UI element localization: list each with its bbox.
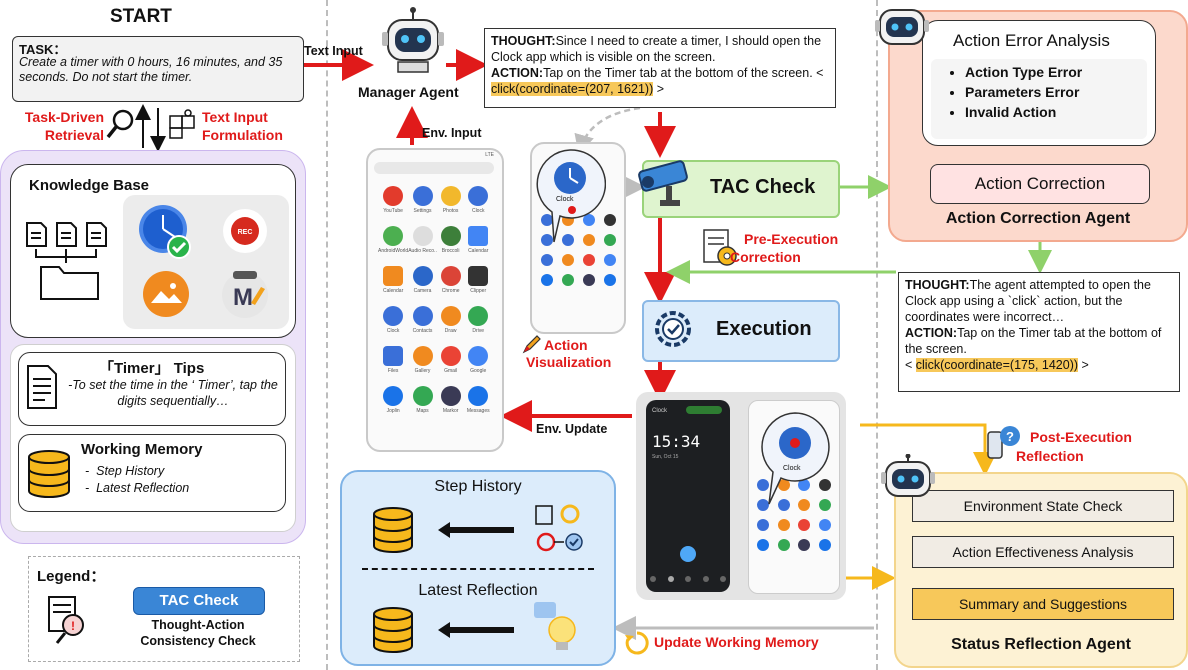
svg-text:!: ! [71, 619, 75, 633]
phone-action-visualization: Clock [530, 142, 626, 334]
working-memory-items: - Step History - Latest Reflection [85, 464, 190, 495]
divider-left [326, 0, 328, 670]
gear-check-icon [655, 311, 691, 347]
divider-right [876, 0, 878, 670]
step-divider [362, 568, 594, 570]
post-exec-screens: Clock 15:34 Sun, Oct 15 [636, 392, 846, 600]
action-code-1: click(coordinate=(207, 1621)) [491, 82, 654, 96]
correction-robot-icon [875, 9, 929, 45]
app-icons-panel: REC M [123, 195, 289, 329]
status-reflection-agent-panel: Environment State Check Action Effective… [894, 472, 1188, 668]
update-working-memory-label: Update Working Memory [654, 634, 819, 650]
refresh-icon [625, 631, 649, 655]
manager-robot-icon [382, 7, 444, 73]
phone-question-icon: ? [987, 426, 1020, 459]
lightbulb-icon [534, 602, 576, 650]
phone-timer: Clock 15:34 Sun, Oct 15 [646, 400, 730, 592]
task-label: TASK： [19, 42, 67, 57]
zoom-bubble-2 [761, 412, 830, 505]
summary-and-suggestions: Summary and Suggestions [912, 588, 1174, 620]
task-box: TASK： Create a timer with 0 hours, 16 mi… [12, 36, 304, 102]
knowledge-base: Knowledge Base REC [10, 164, 296, 338]
action-vis-label: Action [544, 337, 588, 353]
recorder-app-icon: REC [223, 209, 267, 253]
action-correction-agent-label: Action Correction Agent [945, 210, 1131, 227]
error-analysis-box: Action Error Analysis Action Type Error … [922, 20, 1156, 146]
phone-app-grid: YouTube Settings Photos Clock AndroidWor… [378, 186, 492, 414]
working-memory-title: Working Memory [81, 441, 203, 458]
zoom-clock-label: Clock [556, 196, 574, 203]
svg-text:?: ? [1006, 429, 1014, 444]
working-memory-box: Working Memory - Step History - Latest R… [18, 434, 286, 512]
action-correction-agent-panel: Action Error Analysis Action Type Error … [888, 10, 1188, 242]
action-correction-box: Action Correction [930, 164, 1150, 204]
tips-title: 「Timer」 Tips [99, 360, 205, 377]
thought-box-correction: THOUGHT:The agent attempted to open the … [898, 272, 1180, 392]
action-code-2: click(coordinate=(175, 1420)) [915, 358, 1079, 372]
environment-state-check: Environment State Check [912, 490, 1174, 522]
gallery-app-icon [143, 271, 189, 317]
markor-app-icon: M [222, 271, 268, 318]
timer-add-button[interactable] [680, 546, 696, 562]
checklist-icon: ! [48, 596, 84, 644]
status-robot-icon [881, 454, 935, 497]
text-input-label: Text Input [304, 44, 363, 58]
phone-home-screen: LTE YouTube Settings Photos Clock Androi… [366, 148, 504, 452]
arrow-left-icon-2 [438, 622, 514, 638]
timer-time: 15:34 [652, 432, 701, 451]
clipboard-gear-icon [703, 229, 737, 266]
status-reflection-agent-label: Status Reflection Agent [951, 636, 1131, 653]
pre-exec-label-2: Correction [730, 249, 801, 265]
database-icon [28, 450, 70, 498]
documents-folder-icon [26, 222, 107, 300]
workflow-icon [535, 504, 583, 552]
env-input-label: Env. Input [422, 126, 482, 140]
legend-title: Legend： [37, 568, 106, 585]
arrow-left-icon [438, 522, 514, 538]
post-exec-label-2: Reflection [1016, 448, 1084, 464]
working-memory-update-box: Step History Latest Reflection [340, 470, 616, 666]
svg-text:M: M [233, 284, 253, 311]
database-icon-reflection [373, 607, 413, 653]
tips-box: 「Timer」 Tips -To set the time in the ‘ T… [18, 352, 286, 426]
pencil-icon [522, 335, 541, 354]
latest-reflection-title: Latest Reflection [418, 582, 538, 599]
zoom-clock-label-2: Clock [783, 465, 801, 472]
action-vis-label-2: Visualization [526, 354, 612, 370]
camera-icon [638, 160, 688, 206]
phone-home-zoom: Clock [748, 400, 840, 594]
tac-check-label: TAC Check [710, 176, 816, 198]
env-update-label: Env. Update [536, 422, 608, 436]
task-text: Create a timer with 0 hours, 16 minutes,… [19, 55, 283, 84]
puzzle-icon [169, 109, 195, 139]
action-effectiveness-analysis: Action Effectiveness Analysis [912, 536, 1174, 568]
manager-agent-label: Manager Agent [358, 84, 459, 100]
document-icon [27, 365, 57, 409]
post-exec-label: Post-Execution [1030, 429, 1132, 445]
tips-text: -To set the time in the ‘ Timer’, tap th… [68, 378, 278, 408]
search-icon [106, 109, 134, 139]
legend-tac-badge: TAC Check [133, 587, 265, 615]
start-title: START [110, 6, 172, 27]
svg-text:REC: REC [238, 229, 253, 236]
zoom-bubble [536, 149, 606, 243]
error-analysis-title: Action Error Analysis [953, 31, 1110, 50]
execution-label: Execution [716, 318, 812, 340]
database-icon-step [373, 507, 413, 553]
pre-exec-label: Pre-Execution [744, 231, 839, 247]
clock-app-icon [139, 205, 191, 259]
error-analysis-list: Action Type Error Parameters Error Inval… [927, 61, 1082, 123]
step-history-title: Step History [434, 478, 522, 495]
phone-search-bar [374, 162, 494, 174]
thought-box-manager: THOUGHT:Since I need to create a timer, … [484, 28, 836, 108]
knowledge-base-title: Knowledge Base [29, 177, 150, 194]
